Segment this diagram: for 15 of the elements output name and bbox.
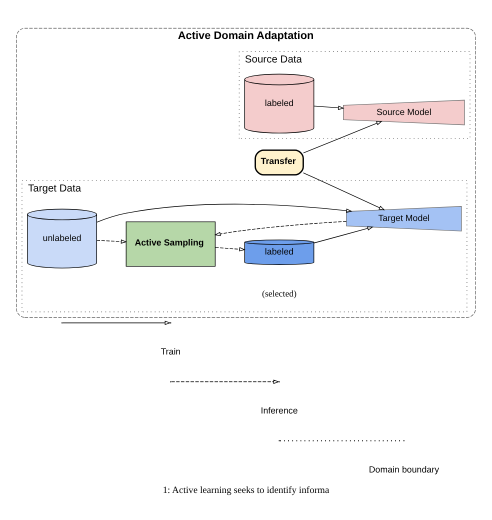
arrow xyxy=(214,246,246,251)
legend-label: Domain boundary xyxy=(368,464,440,474)
node-box: Active Sampling xyxy=(126,220,216,266)
node-label: (selected) xyxy=(262,288,297,298)
node-box: Transfer xyxy=(254,149,304,176)
arrow xyxy=(302,172,386,210)
legend-label: Train xyxy=(160,346,181,356)
arrow xyxy=(303,120,382,153)
caption: 1: Active learning seeks to identify informa xyxy=(162,484,330,496)
arrow xyxy=(214,220,347,236)
arrow xyxy=(96,203,352,222)
arrow xyxy=(96,238,128,244)
arrow xyxy=(314,226,374,243)
legend-label: Inference xyxy=(260,405,298,416)
arrow xyxy=(314,105,344,110)
